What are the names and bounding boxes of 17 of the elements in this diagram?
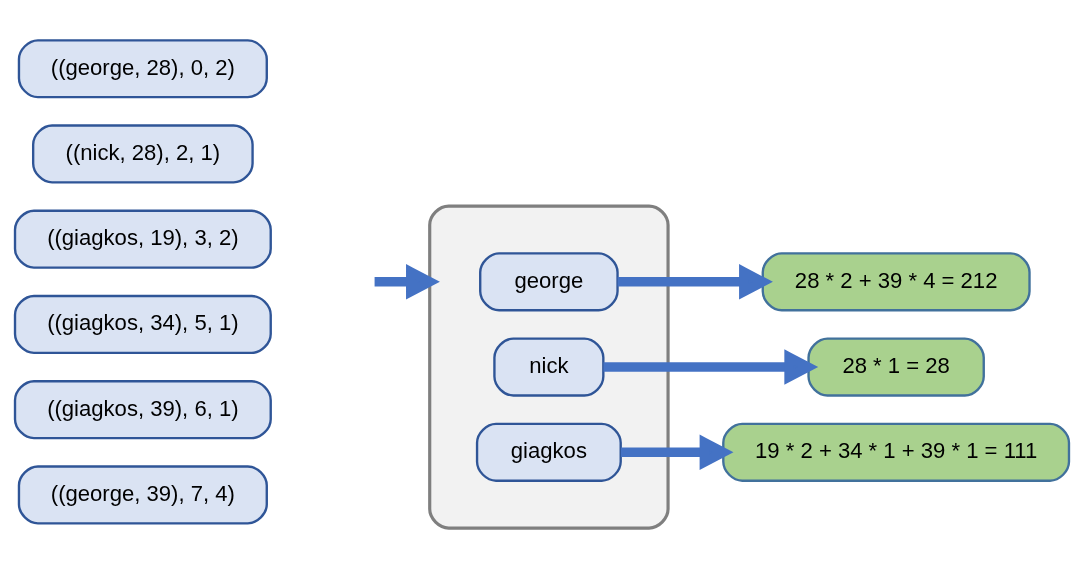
arrow [374,263,440,300]
arrow [603,348,819,385]
node-box: ((giagkos, 19), 3, 2) [13,209,272,269]
node-box: ((george, 28), 0, 2) [17,38,268,98]
node-box: 19 * 2 + 34 * 1 + 39 * 1 = 111 [722,422,1071,482]
node-box: george [479,251,619,311]
cluster [428,203,670,530]
node-box: 28 * 1 = 28 [807,336,985,397]
arrow [620,434,734,470]
node-box: ((george, 39), 7, 4) [17,464,268,524]
arrow [617,263,773,300]
node-box: giagkos [475,422,622,482]
node-box: ((giagkos, 39), 6, 1) [13,379,272,439]
node-box: nick [493,336,605,397]
node-box: ((nick, 28), 2, 1) [32,123,254,184]
node-box: 28 * 2 + 39 * 4 = 212 [761,251,1031,311]
node-box: ((giagkos, 34), 5, 1) [13,294,272,354]
